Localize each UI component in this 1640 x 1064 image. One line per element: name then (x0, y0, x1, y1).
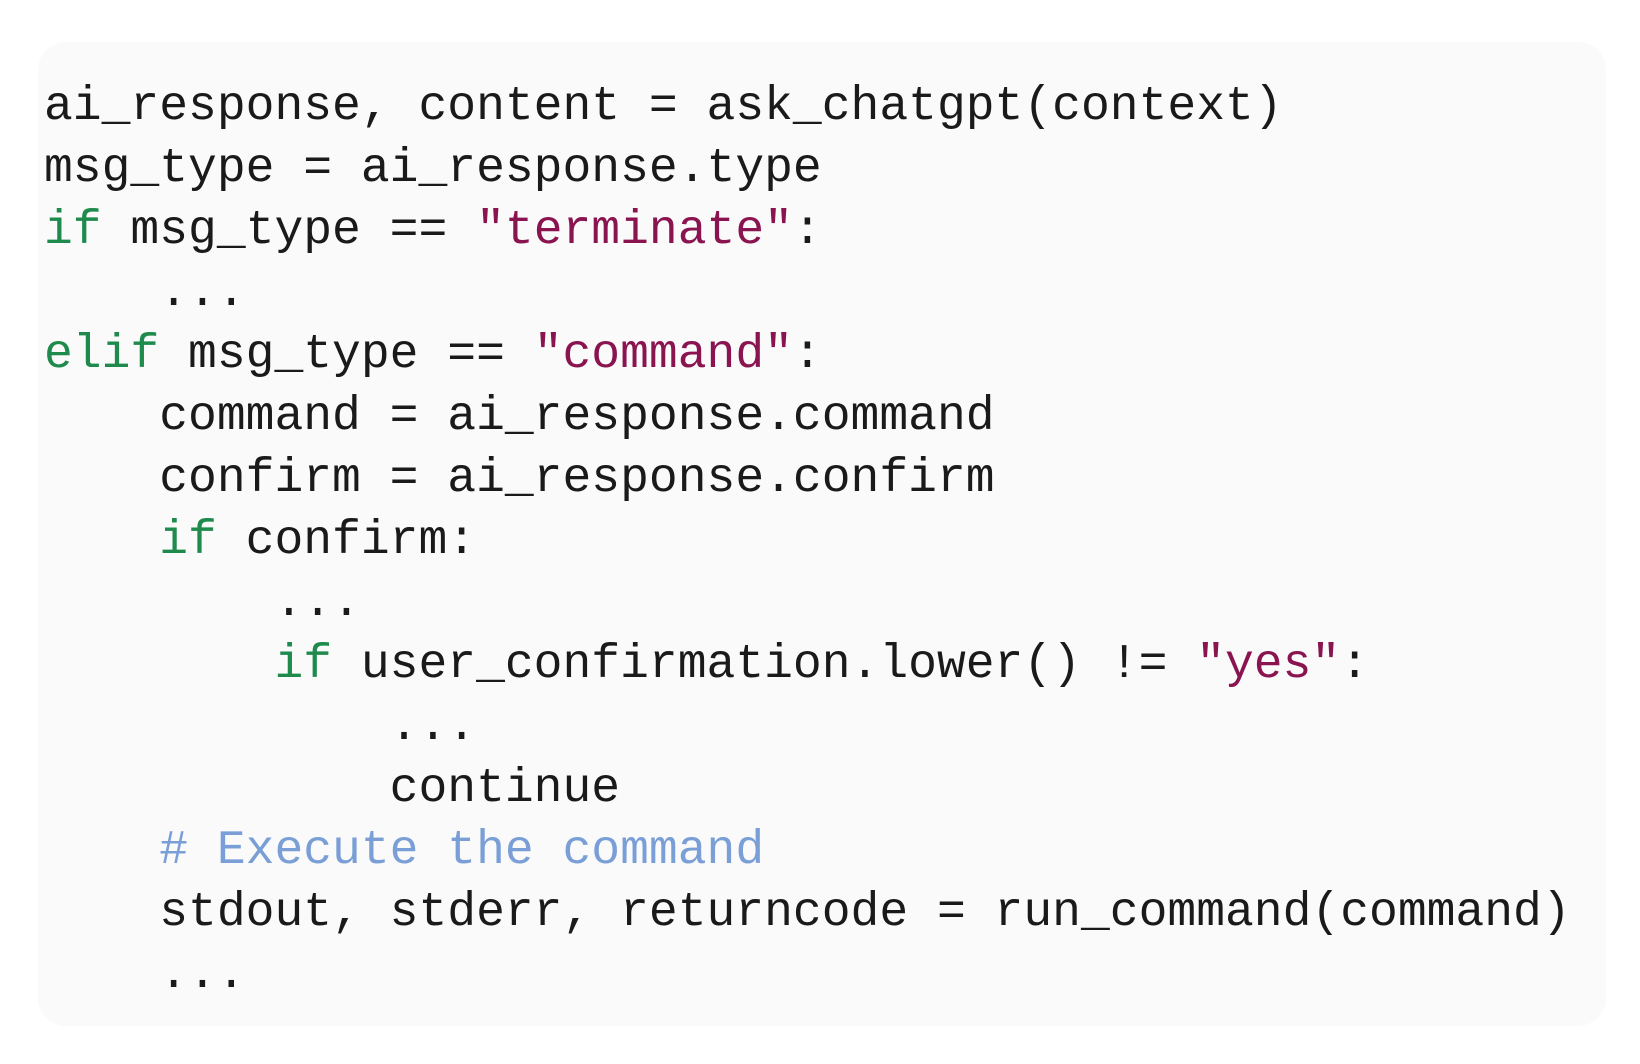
code-text: ... (159, 948, 246, 1002)
code-keyword: elif (44, 328, 160, 382)
code-text: continue (389, 762, 621, 816)
code-line: stdout, stderr, returncode = run_command… (44, 882, 1571, 944)
code-text: msg_type == (101, 204, 477, 258)
code-line: continue (44, 758, 1571, 820)
code-keyword: if (274, 638, 333, 692)
code-indent (44, 452, 159, 506)
code-keyword: if (159, 514, 217, 568)
code-text: msg_type = ai_response.type (44, 142, 822, 196)
code-indent (44, 576, 274, 630)
code-text: ai_response, content = ask_chatgpt(conte… (44, 80, 1283, 134)
code-comment: # Execute the command (159, 824, 765, 878)
code-text: command = ai_response.command (159, 390, 995, 444)
code-text: : (792, 328, 822, 382)
code-text: stdout, stderr, returncode = run_command… (159, 886, 1571, 940)
code-indent (44, 700, 390, 754)
code-text: ... (274, 576, 361, 630)
code-keyword: if (44, 204, 102, 258)
code-line: command = ai_response.command (44, 386, 1571, 448)
code-string: "yes" (1196, 638, 1341, 692)
code-line: if user_confirmation.lower() != "yes": (44, 634, 1571, 696)
code-indent (44, 948, 159, 1002)
code-text: : (792, 204, 822, 258)
code-indent (44, 266, 159, 320)
code-line: # Execute the command (44, 820, 1571, 882)
code-indent (44, 824, 159, 878)
code-line: msg_type = ai_response.type (44, 138, 1571, 200)
code-indent (44, 762, 390, 816)
code-indent (44, 390, 159, 444)
code-lines: ai_response, content = ask_chatgpt(conte… (44, 76, 1571, 1006)
code-text: ... (389, 700, 477, 754)
code-indent (44, 886, 159, 940)
code-line: if confirm: (44, 510, 1571, 572)
code-line: elif msg_type == "command": (44, 324, 1571, 386)
code-line: if msg_type == "terminate": (44, 200, 1571, 262)
code-indent (44, 638, 274, 692)
code-text: msg_type == (159, 328, 534, 382)
code-block: ai_response, content = ask_chatgpt(conte… (38, 42, 1606, 1026)
code-line: ... (44, 944, 1571, 1006)
code-text: : (1340, 638, 1370, 692)
code-line: ... (44, 572, 1571, 634)
code-string: "terminate" (476, 204, 793, 258)
code-line: ai_response, content = ask_chatgpt(conte… (44, 76, 1571, 138)
code-line: ... (44, 262, 1571, 324)
code-line: ... (44, 696, 1571, 758)
code-text: ... (159, 266, 246, 320)
code-string: "command" (533, 328, 793, 382)
code-text: user_confirmation.lower() != (332, 638, 1197, 692)
code-text: confirm = ai_response.confirm (159, 452, 995, 506)
code-line: confirm = ai_response.confirm (44, 448, 1571, 510)
code-indent (44, 514, 159, 568)
code-text: confirm: (216, 514, 477, 568)
